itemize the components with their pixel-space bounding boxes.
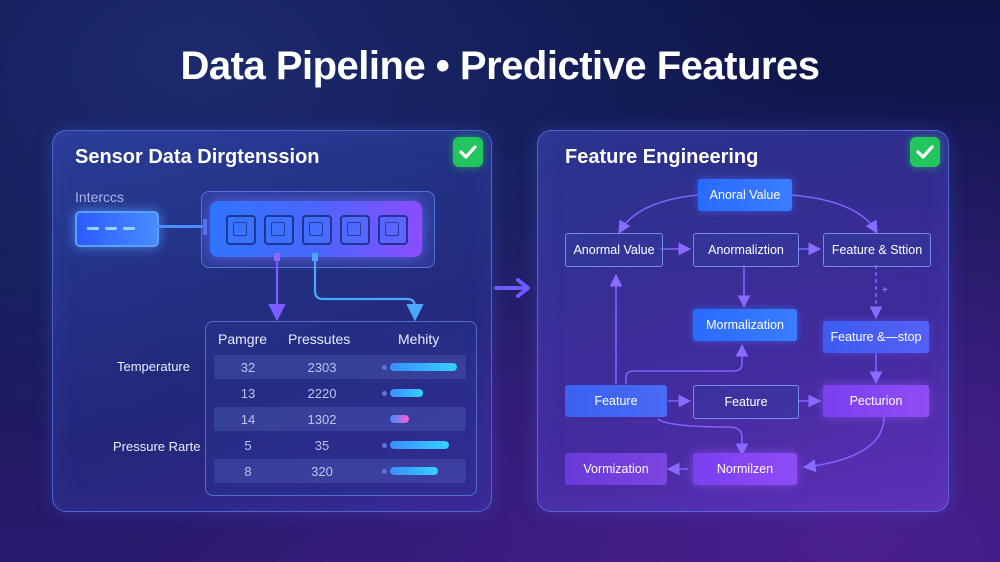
table-row: 13 2220 bbox=[214, 381, 466, 405]
node-pecturion: Pecturion bbox=[823, 385, 929, 417]
node-anormaliztion: Anormaliztion bbox=[693, 233, 799, 267]
bar-marker bbox=[382, 443, 387, 448]
level-bar bbox=[390, 363, 457, 371]
table-cell: 2220 bbox=[307, 386, 337, 401]
module-wires bbox=[268, 253, 424, 322]
flow-connectors bbox=[609, 194, 885, 476]
table-cell: 14 bbox=[240, 412, 256, 427]
sensor-device-icon bbox=[75, 211, 159, 247]
table-cell: 35 bbox=[314, 438, 330, 453]
table-row: 14 1302 bbox=[214, 407, 466, 431]
table-row: 8 320 bbox=[214, 459, 466, 483]
node-feature-a: Feature bbox=[565, 385, 667, 417]
table-header: Mehity bbox=[398, 331, 440, 347]
table-cell: 320 bbox=[311, 464, 333, 479]
table-header: Pressutes bbox=[288, 331, 351, 347]
node-normilzen: Normilzen bbox=[693, 453, 797, 485]
node-vormization: Vormization bbox=[565, 453, 667, 485]
table-cell: 13 bbox=[240, 386, 256, 401]
node-mormalization: Mormalization bbox=[693, 309, 797, 341]
table-header: Pamgre bbox=[218, 331, 268, 347]
row-label-temperature: Temperature bbox=[117, 359, 190, 374]
check-icon bbox=[453, 137, 483, 167]
level-bar bbox=[390, 389, 423, 397]
connector-mark: + bbox=[882, 285, 888, 296]
node-feature-stop: Feature &—stop bbox=[823, 321, 929, 353]
panel-title: Sensor Data Dirgtenssion bbox=[75, 146, 320, 168]
panel-subtitle: Interccs bbox=[75, 189, 125, 205]
table-cell: 2303 bbox=[307, 360, 337, 375]
check-icon bbox=[910, 137, 940, 167]
module-slot bbox=[226, 215, 256, 245]
table-row: 5 35 bbox=[214, 433, 466, 457]
table-row: 32 2303 bbox=[214, 355, 466, 379]
sensor-data-panel: Sensor Data Dirgtenssion Interccs bbox=[52, 130, 492, 512]
cable-plug bbox=[203, 219, 207, 235]
bar-marker bbox=[382, 365, 387, 370]
bar-marker bbox=[382, 391, 387, 396]
module-slot bbox=[302, 215, 332, 245]
table-cell: 8 bbox=[244, 464, 252, 479]
module-slot bbox=[340, 215, 370, 245]
arrow-right-icon bbox=[494, 278, 530, 298]
sensor-data-table: Pamgre Pressutes Mehity 32 2303 13 2220 … bbox=[205, 321, 477, 496]
page-title: Data Pipeline • Predictive Features bbox=[180, 44, 820, 88]
node-anoral-value: Anoral Value bbox=[698, 179, 792, 211]
row-label-pressure: Pressure Rarte bbox=[113, 439, 201, 454]
bar-marker bbox=[382, 469, 387, 474]
node-anormal-value: Anormal Value bbox=[565, 233, 663, 267]
sensor-cable bbox=[157, 225, 205, 228]
level-bar bbox=[390, 441, 449, 449]
table-cell: 32 bbox=[240, 360, 256, 375]
ingestion-module bbox=[210, 201, 422, 257]
level-bar bbox=[390, 415, 409, 423]
level-bar bbox=[390, 467, 438, 475]
module-slot bbox=[264, 215, 294, 245]
table-cell: 1302 bbox=[307, 412, 337, 427]
feature-engineering-panel: Feature Engineering + Anoral Value bbox=[537, 130, 949, 512]
table-cell: 5 bbox=[244, 438, 252, 453]
node-feature-b: Feature bbox=[693, 385, 799, 419]
module-slot bbox=[378, 215, 408, 245]
panel-title: Feature Engineering bbox=[565, 146, 759, 168]
node-feature-sttion: Feature & Sttion bbox=[823, 233, 931, 267]
